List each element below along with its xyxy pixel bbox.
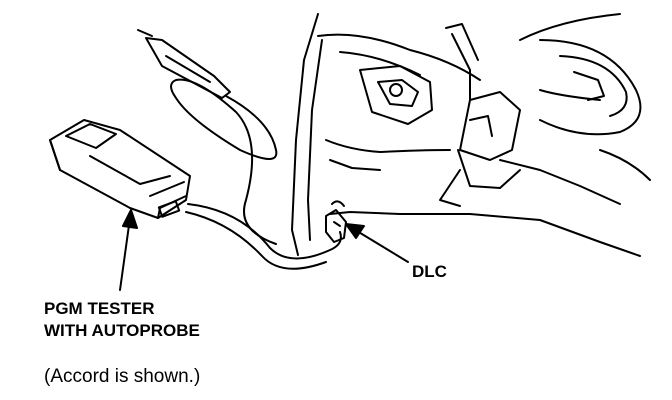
autoprobe-label: WITH AUTOPROBE <box>44 321 200 340</box>
dlc-leader-line <box>351 227 409 263</box>
dlc-label: DLC <box>412 262 447 281</box>
pgm-tester-label: PGM TESTER <box>44 299 155 318</box>
pgm-tester-device <box>49 119 191 219</box>
pgm-leader-line <box>119 217 131 291</box>
dashboard-drawing <box>291 13 651 257</box>
autoprobe-drawing <box>137 29 231 99</box>
caption: (Accord is shown.) <box>44 366 201 387</box>
cables <box>170 78 342 270</box>
leader-arrows <box>119 209 409 291</box>
pgm-arrowhead <box>122 209 138 229</box>
dlc-arrowhead <box>345 223 365 239</box>
